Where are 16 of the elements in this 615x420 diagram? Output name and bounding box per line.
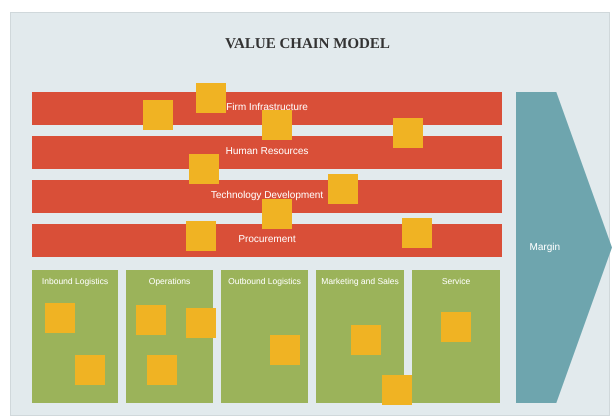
column-label: Operations: [148, 276, 192, 286]
activity-column: [412, 270, 500, 403]
title: VALUE CHAIN MODEL: [224, 36, 391, 53]
column-label: Outbound Logistics: [227, 276, 302, 286]
band-label: Technology Development: [210, 190, 324, 201]
activity-band: [32, 180, 502, 213]
activity-band: [32, 136, 502, 169]
band-label: Procurement: [237, 234, 297, 245]
activity-column: [221, 270, 308, 403]
margin-arrow: [516, 92, 612, 403]
column-label: Service: [440, 276, 472, 286]
band-label: Firm Infrastructure: [225, 102, 309, 113]
band-label: Human Resources: [224, 146, 310, 157]
column-label: Inbound Logistics: [40, 276, 110, 286]
arrow-label: Margin: [528, 242, 562, 252]
column-label: Marketing and Sales: [320, 276, 400, 286]
